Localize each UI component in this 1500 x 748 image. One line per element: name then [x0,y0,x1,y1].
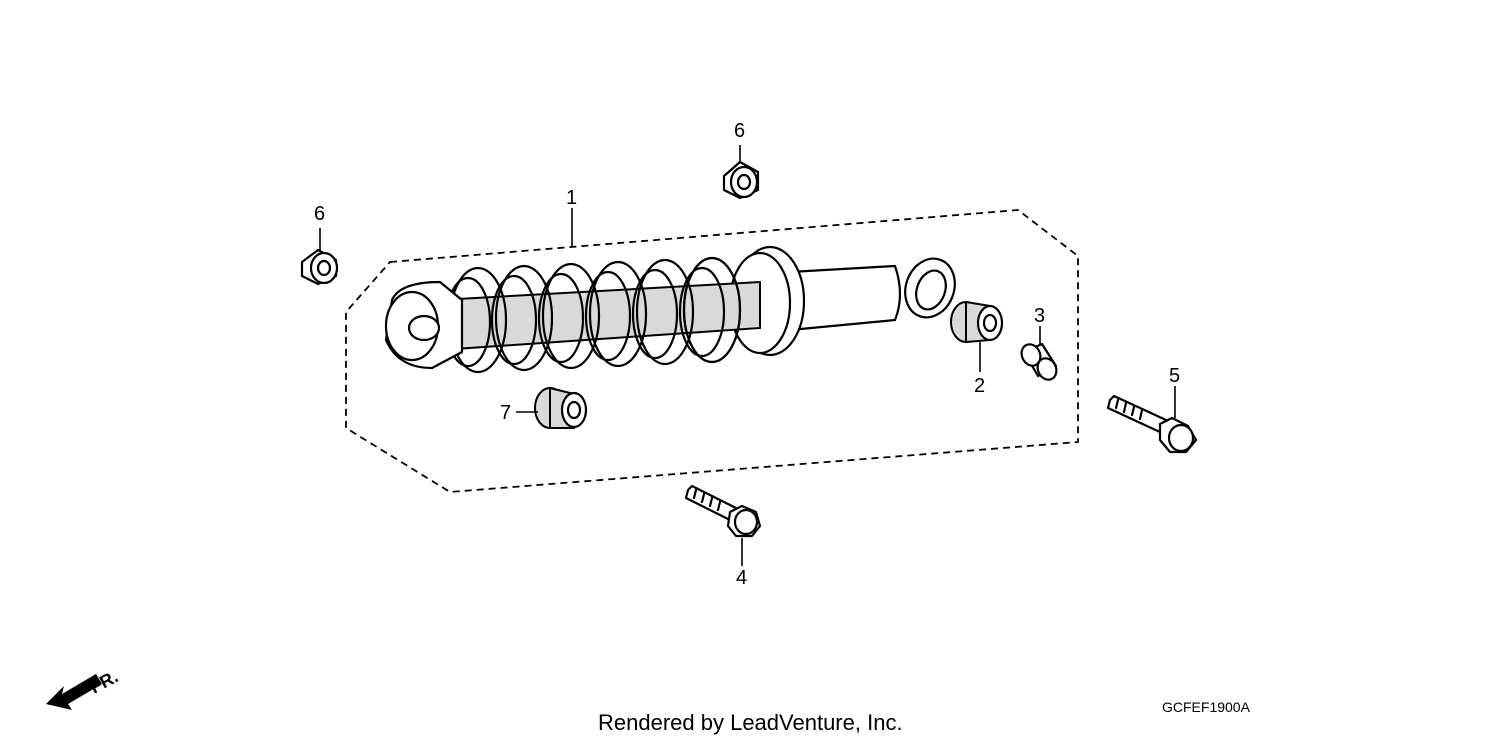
collar-3 [1020,342,1058,381]
callout-5: 5 [1169,365,1180,387]
callout-7: 7 [500,402,511,424]
front-direction-arrow-icon: FR. [46,666,121,710]
shock-absorber [384,245,956,374]
direction-label: FR. [86,666,121,697]
callout-2: 2 [974,375,985,397]
nut-left [300,248,339,286]
bushing-7 [534,386,588,429]
assembly-boundary [345,209,1079,493]
bolt-5 [1106,394,1198,454]
diagram-code: GCFEF1900A [1162,699,1251,715]
bushing-2 [950,300,1004,344]
callout-1: 1 [566,187,577,209]
callout-6-upper: 6 [734,120,745,142]
callout-6-left: 6 [314,203,325,225]
callout-3: 3 [1034,305,1045,327]
bolt-4 [684,484,762,538]
credit-text: Rendered by LeadVenture, Inc. [598,710,903,735]
callout-4: 4 [736,567,747,589]
nut-upper [722,160,760,200]
